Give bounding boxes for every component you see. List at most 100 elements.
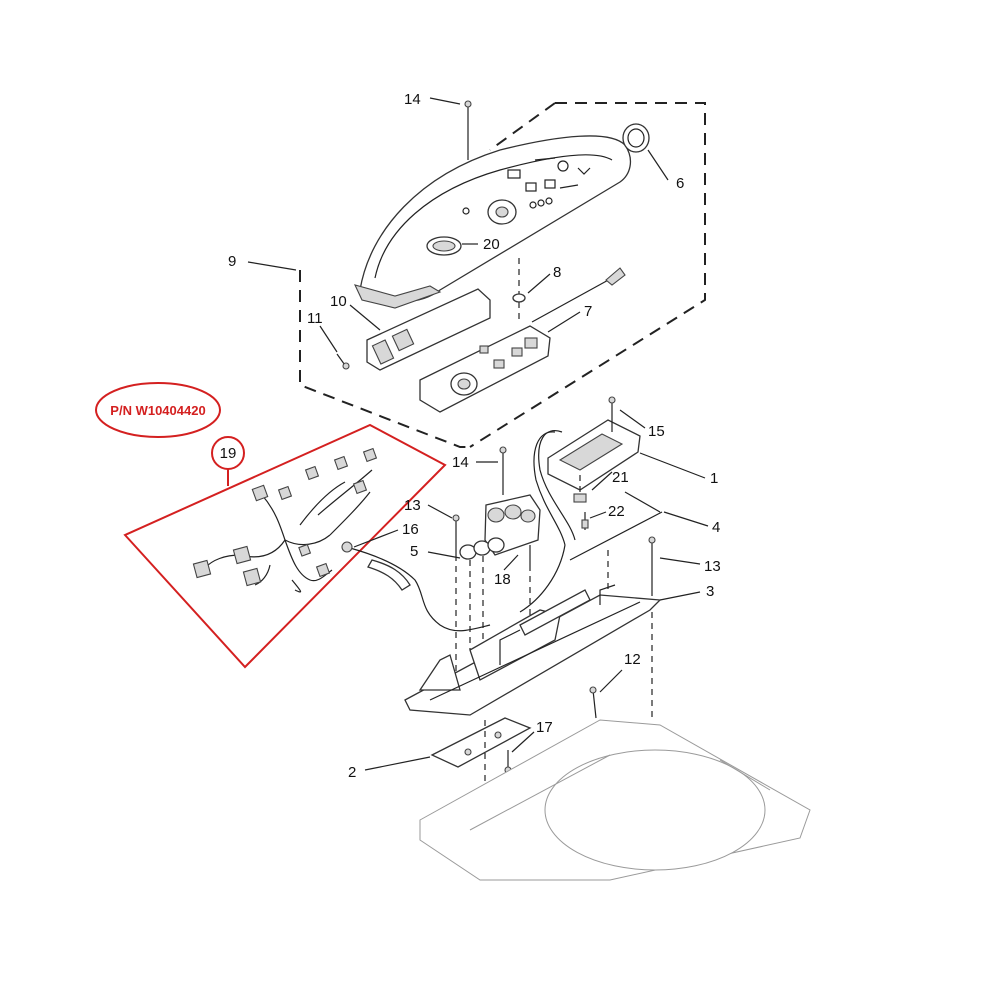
callout-17: 17 (536, 719, 553, 736)
plate-hole-1 (464, 748, 472, 756)
control-board-chip-2 (511, 347, 523, 357)
hose-part-16-end (341, 541, 353, 553)
callout-10: 10 (330, 293, 347, 310)
leader-4 (663, 511, 709, 527)
knob-part-6 (622, 123, 650, 153)
leader-7 (547, 311, 581, 333)
console-knob-center (495, 206, 509, 218)
callout-12: 12 (624, 651, 641, 668)
callout-8: 8 (553, 264, 561, 281)
leader-15 (619, 409, 646, 429)
control-board-wire (531, 277, 613, 323)
callout-14-top: 14 (404, 91, 421, 108)
screw-part-11-head (342, 362, 350, 370)
plate-part-2 (430, 717, 532, 768)
console-lens-inner (432, 240, 456, 252)
control-board-encoder-center (457, 378, 471, 390)
control-board-chip-1 (493, 359, 505, 369)
callout-14-lower: 14 (452, 454, 469, 471)
wire-harness-highlight: P/N W10404420 19 (95, 382, 447, 669)
part-number-label: P/N W10404420 (110, 403, 205, 418)
screw-part-13-left-head (452, 514, 460, 522)
control-board-wire-connector (605, 267, 626, 286)
screw-part-14-top-head (464, 100, 472, 108)
callout-1: 1 (710, 470, 718, 487)
leader-21 (591, 471, 613, 491)
callout-6: 6 (676, 175, 684, 192)
console-dashed-boundary-left (299, 270, 470, 448)
base-part-3-edge (429, 601, 641, 701)
leader-6 (647, 149, 669, 181)
callout-2: 2 (348, 764, 356, 781)
leader-13a (427, 504, 453, 519)
leader-18 (503, 554, 519, 571)
base-part-3-post-left (418, 654, 461, 691)
plate-hole-2 (494, 731, 502, 739)
callout-labels: 14 6 9 20 8 7 10 11 15 14 1 21 13 22 4 1… (228, 91, 721, 781)
screw-part-22-body (581, 519, 589, 529)
water-valve-port-1 (487, 507, 505, 523)
leader-13b (659, 557, 701, 565)
base-part-3 (404, 594, 662, 716)
callout-4: 4 (712, 519, 720, 536)
console-display-symbols (462, 157, 591, 215)
lid-switch-top (558, 433, 624, 471)
callout-5: 5 (410, 543, 418, 560)
callout-3: 3 (706, 583, 714, 600)
callout-7: 7 (584, 303, 592, 320)
control-board-chip-3 (524, 337, 538, 349)
base-part-3-rib (499, 629, 521, 665)
callout-22: 22 (608, 503, 625, 520)
wire-harness-box (123, 423, 447, 669)
hose-wire-right (519, 544, 566, 613)
screw-part-12 (592, 689, 597, 719)
leader-8 (527, 273, 551, 294)
console-assembly-group (299, 100, 706, 448)
leader-3 (659, 591, 701, 601)
clip-part-21 (573, 493, 587, 503)
callout-9: 9 (228, 253, 236, 270)
callout-16: 16 (402, 521, 419, 538)
part-number-oval (95, 382, 221, 438)
callout-15: 15 (648, 423, 665, 440)
hose-part-16-coil (367, 559, 411, 591)
screw-part-13-right-head (648, 536, 656, 544)
base-part-3-tab (599, 584, 616, 605)
lower-assembly-group (341, 396, 811, 881)
wire-harness-part-19 (192, 447, 378, 593)
console-dashed-boundary-top (489, 102, 556, 151)
console-lower-edge (353, 284, 442, 309)
callout-18: 18 (494, 571, 511, 588)
bracket-part-10 (366, 288, 491, 371)
fitting-part-5-c (487, 537, 505, 553)
leader-14a (429, 97, 461, 105)
bracket-window-left (371, 339, 395, 365)
lid-switch-wire-2 (533, 431, 566, 546)
leader-11 (319, 325, 338, 353)
leader-1 (639, 452, 706, 479)
rod-part-4 (624, 491, 661, 513)
hose-part-16 (349, 547, 491, 632)
screw-part-14-lower-head (499, 446, 507, 454)
callout-21: 21 (612, 469, 629, 486)
leader-16 (353, 529, 399, 548)
water-valve-port-3 (520, 509, 536, 523)
screw-part-15-head (608, 396, 616, 404)
callout-13-left: 13 (404, 497, 421, 514)
leader-5 (427, 551, 461, 559)
washer-part-8 (512, 293, 526, 303)
base-part-3-window (519, 589, 591, 636)
callout-11: 11 (307, 310, 323, 327)
callout-19-label: 19 (220, 445, 237, 462)
leader-22 (589, 511, 607, 519)
rod-part-4-shaft (569, 511, 663, 561)
leader-12 (599, 669, 623, 693)
console-dashed-boundary-right (469, 102, 706, 448)
callout-leaders (247, 97, 709, 771)
control-board-chip-4 (479, 345, 489, 354)
callout-20: 20 (483, 236, 500, 253)
console-face-contour (374, 154, 613, 279)
leader-17 (511, 731, 535, 753)
